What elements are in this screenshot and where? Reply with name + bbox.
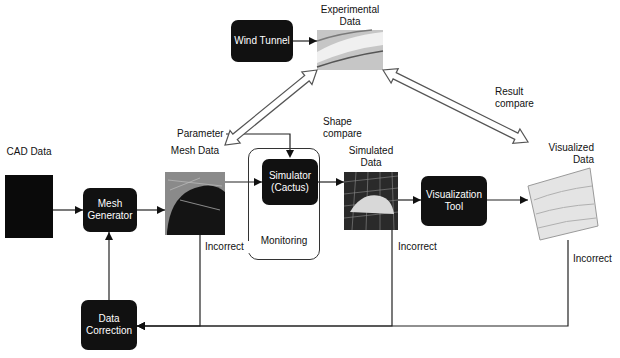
simulation-body: [350, 195, 394, 214]
edge-label: Incorrect: [572, 253, 620, 265]
node-label: Visualization Tool: [424, 189, 484, 213]
edge-label: Incorrect: [204, 241, 256, 253]
simulation-grid: [344, 172, 398, 230]
data-picture-node: Visualized Data: [528, 142, 598, 240]
node-label: Simulator (Cactus): [265, 170, 315, 194]
flow-arrow: [137, 235, 200, 326]
monitoring-group: Monitoring Simulator (Cactus): [248, 148, 320, 260]
flow-streak: [317, 30, 372, 41]
mesh-lines: [168, 178, 222, 210]
flow-arrow: [108, 232, 109, 300]
flow-arrow: [137, 230, 392, 326]
experiment-picture: [317, 30, 383, 70]
parameter-arrowhead: [286, 150, 294, 158]
edge-label: Shape compare: [322, 116, 372, 140]
process-box: Simulator (Cactus): [262, 159, 318, 205]
mesh-body: [167, 185, 225, 235]
annotation-label: Parameter: [176, 128, 225, 140]
process-box: Visualization Tool: [421, 176, 487, 226]
visualization-streaks: [534, 186, 596, 228]
edge-label: Result compare: [494, 86, 548, 110]
process-box: Wind Tunnel: [231, 20, 293, 62]
flow-arrow: [53, 209, 83, 210]
flow-streak: [317, 51, 383, 67]
flow-streak: [317, 32, 383, 63]
node-label: Monitoring: [249, 235, 319, 247]
data-picture-node: CAD Data: [5, 146, 53, 238]
process-box: Mesh Generator: [83, 188, 137, 232]
flow-arrow: [137, 240, 568, 326]
simulation-picture: [344, 172, 398, 230]
flow-arrow: [293, 40, 317, 41]
data-picture-node: Experimental Data: [317, 4, 383, 70]
flow-arrow: [137, 209, 165, 210]
flow-arrow: [318, 181, 344, 182]
edge-label: Incorrect: [397, 241, 449, 253]
node-label: Data Correction: [84, 313, 134, 337]
node-label: Experimental Data: [317, 4, 383, 28]
mesh-picture: [165, 172, 225, 235]
cad-picture: [5, 175, 53, 238]
flow-arrow: [225, 181, 262, 182]
node-label: Mesh Generator: [86, 198, 134, 222]
visualization-picture: [528, 168, 598, 240]
node-label: Wind Tunnel: [234, 35, 290, 47]
flow-arrow: [398, 199, 421, 200]
data-picture-node: Mesh Data: [165, 145, 225, 235]
node-label: CAD Data: [5, 146, 53, 158]
compare-arrow: [225, 70, 317, 145]
data-picture-node: Simulated Data: [344, 145, 398, 230]
node-label: Visualized Data: [528, 142, 598, 166]
flow-arrow: [487, 199, 528, 200]
node-label: Mesh Data: [165, 145, 225, 157]
process-box: Data Correction: [81, 300, 137, 350]
node-label: Simulated Data: [344, 145, 398, 169]
